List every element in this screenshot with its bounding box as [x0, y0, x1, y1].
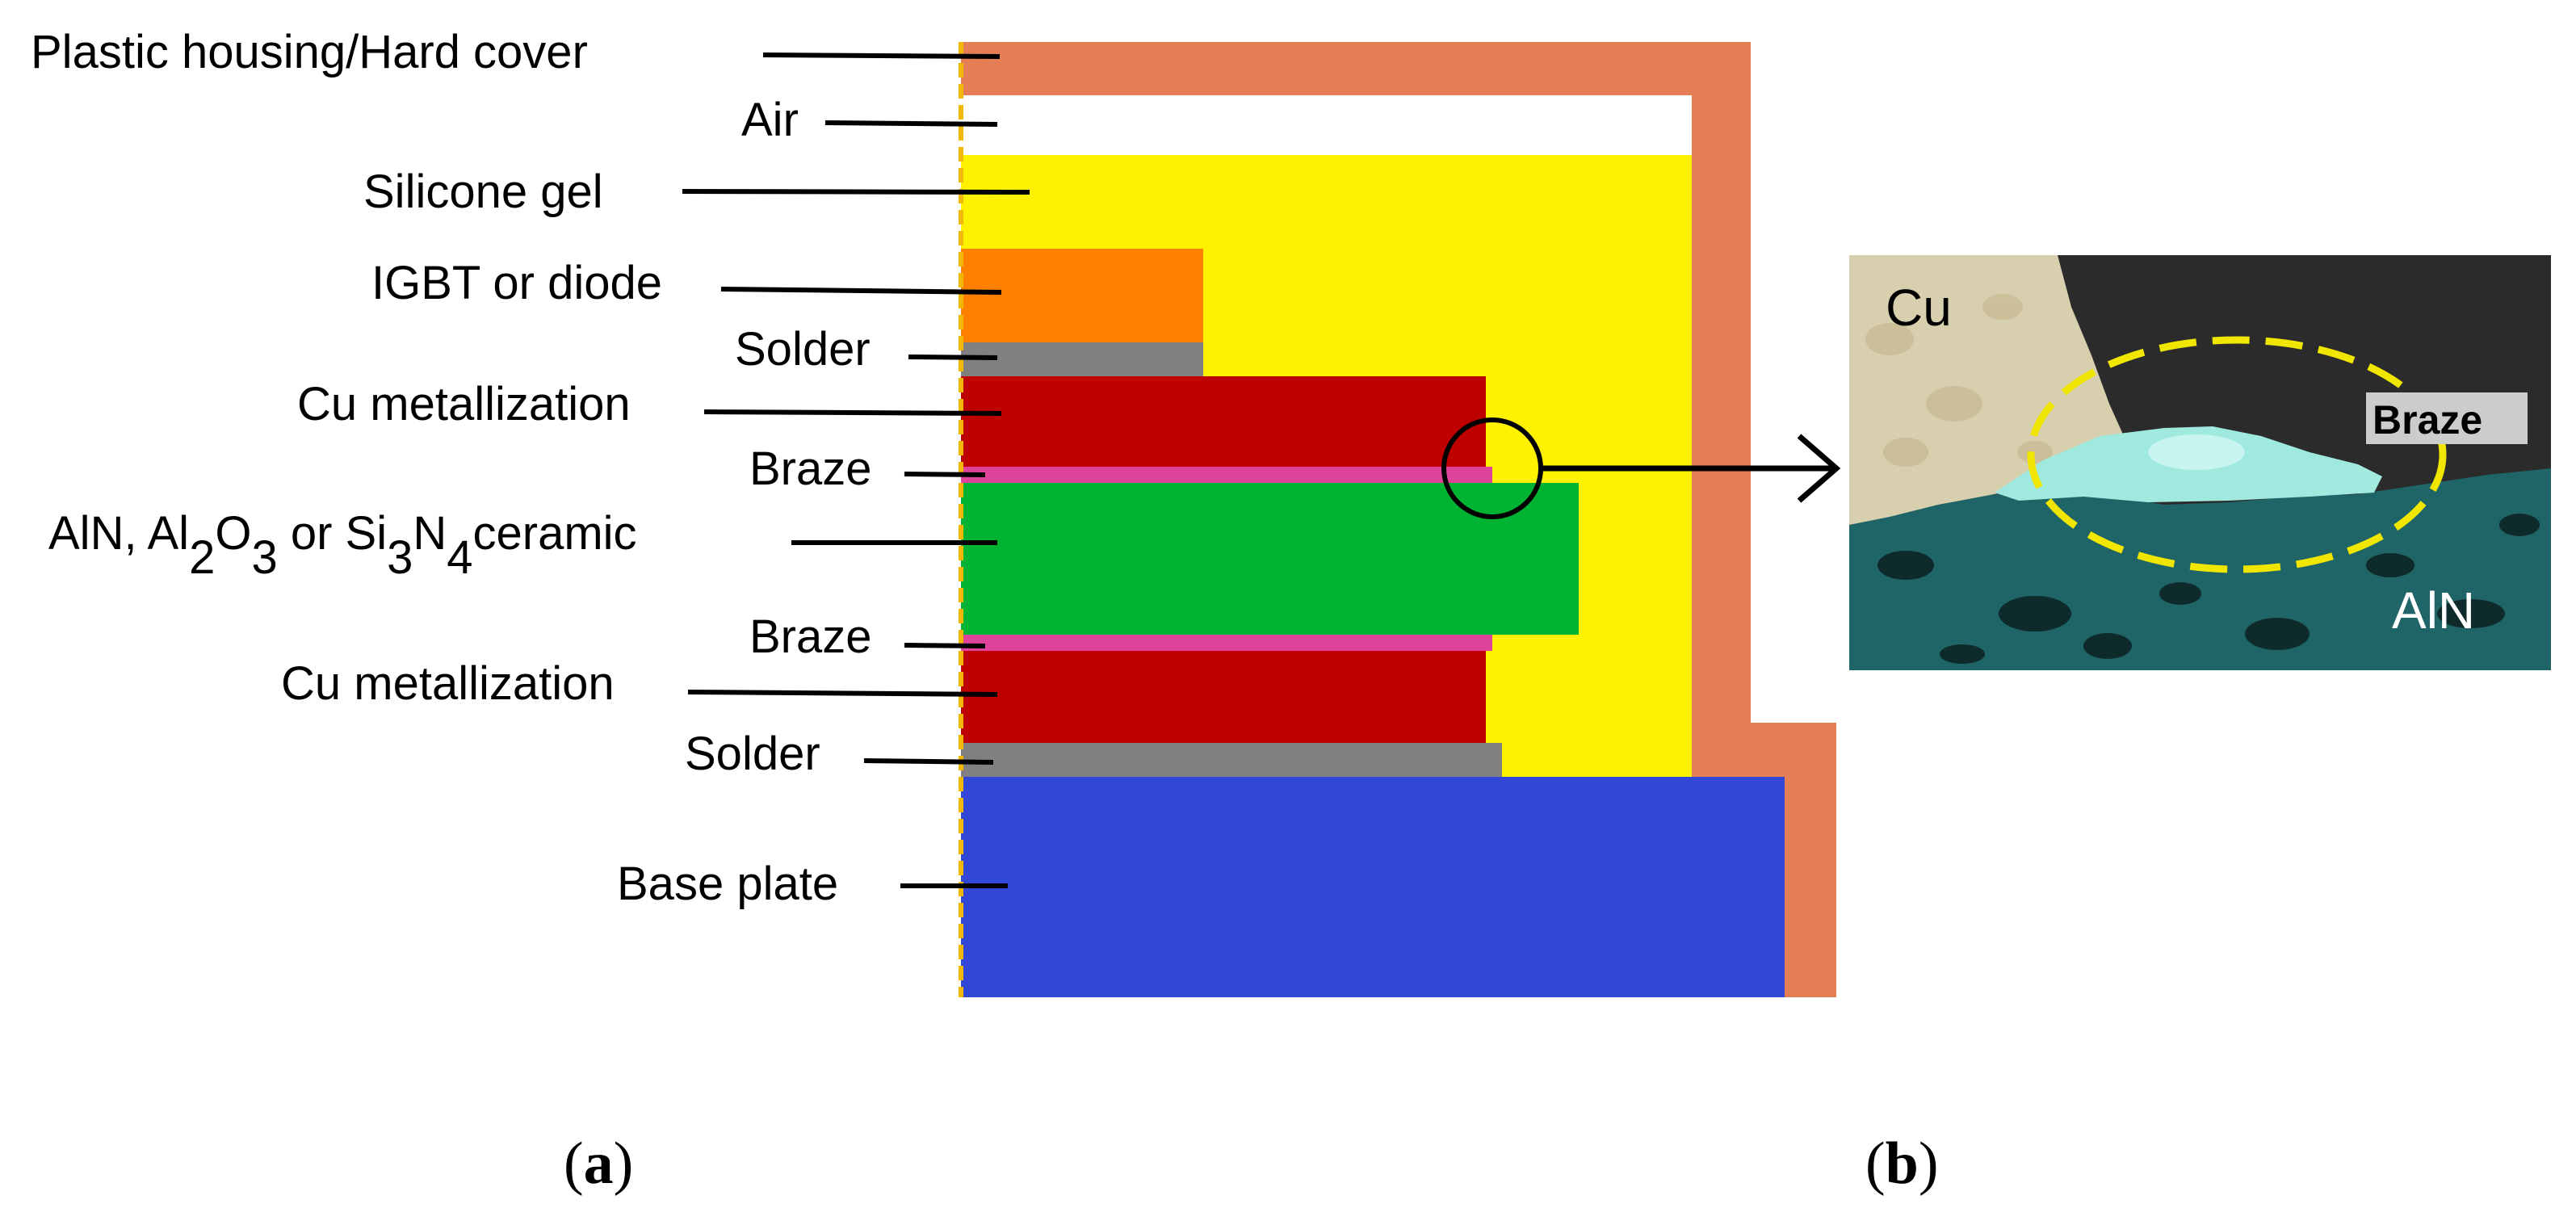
leader-solder-bottom: [863, 758, 994, 765]
label-air: Air: [741, 94, 799, 146]
leader-braze-top: [904, 472, 986, 477]
ceramic-sub-4: 4: [447, 531, 472, 584]
label-cu-top: Cu metallization: [297, 378, 631, 430]
label-base: Base plate: [617, 858, 838, 910]
caption-b-open: (: [1865, 1131, 1886, 1197]
leader-igbt: [720, 287, 1002, 295]
leader-cu-top: [703, 409, 1002, 416]
ceramic-text-1: AlN, Al: [48, 507, 189, 560]
ceramic-sub-3: 3: [387, 531, 413, 584]
cu-texture: [1865, 294, 2053, 467]
label-b-cu: Cu: [1886, 279, 1952, 337]
cu-bottom-layer: [961, 651, 1486, 743]
label-solder-bottom: Solder: [685, 728, 820, 780]
label-gel: Silicone gel: [363, 166, 603, 218]
ceramic-sub-2: 3: [251, 531, 277, 584]
label-solder-top: Solder: [735, 323, 871, 375]
label-braze-bottom: Braze: [749, 610, 872, 663]
caption-b: (b): [1865, 1131, 1938, 1197]
ceramic-sub-1: 2: [189, 531, 215, 584]
braze-tag-bg: [2366, 392, 2528, 444]
base-plate: [961, 777, 1785, 997]
label-ceramic: AlN, Al2O3 or Si3N4ceramic: [48, 507, 637, 584]
ceramic-text-3: or Si: [278, 507, 387, 560]
leader-gel: [682, 189, 1030, 195]
ceramic-layer: [961, 483, 1579, 635]
ceramic-text-5: ceramic: [473, 507, 637, 560]
ceramic-text-4: N: [413, 507, 447, 560]
label-braze-top: Braze: [749, 443, 872, 495]
ceramic-text-2: O: [215, 507, 251, 560]
leader-lines: [682, 52, 1030, 888]
air-gap: [961, 95, 1692, 155]
cu-top-layer: [961, 376, 1486, 467]
braze-top-layer: [961, 467, 1492, 483]
caption-b-close: ): [1919, 1131, 1939, 1197]
braze-bottom-layer: [961, 635, 1492, 651]
aln-speckles: [1877, 514, 2540, 664]
braze-highlight: [2148, 434, 2245, 470]
caption-a: (a): [564, 1131, 633, 1197]
label-igbt: IGBT or diode: [371, 257, 662, 309]
label-b-aln: AlN: [2392, 581, 2475, 640]
solder-top-layer: [961, 342, 1203, 376]
caption-a-close: ): [614, 1131, 634, 1197]
label-housing: Plastic housing/Hard cover: [31, 26, 588, 78]
leader-cu-bottom: [687, 690, 998, 697]
braze-ellipse: [2027, 336, 2447, 573]
leader-housing: [762, 52, 1001, 59]
panel-a-diagram: [959, 42, 1841, 997]
caption-a-letter: a: [584, 1131, 614, 1197]
label-cu-bottom: Cu metallization: [281, 657, 615, 710]
zoom-arrow-head: [1797, 434, 1841, 503]
caption-a-open: (: [564, 1131, 584, 1197]
leader-solder-top: [908, 354, 998, 360]
panel-b-micrograph: Braze Cu AlN: [1849, 255, 2551, 670]
solder-bottom-layer: [961, 743, 1502, 777]
label-b-braze: Braze: [2373, 397, 2482, 443]
leader-braze-bottom: [904, 643, 986, 648]
igbt-chip: [961, 249, 1203, 342]
leader-air: [824, 120, 998, 127]
caption-b-letter: b: [1886, 1131, 1919, 1197]
panel-a-labels: Plastic housing/Hard cover Air Silicone …: [31, 26, 872, 910]
